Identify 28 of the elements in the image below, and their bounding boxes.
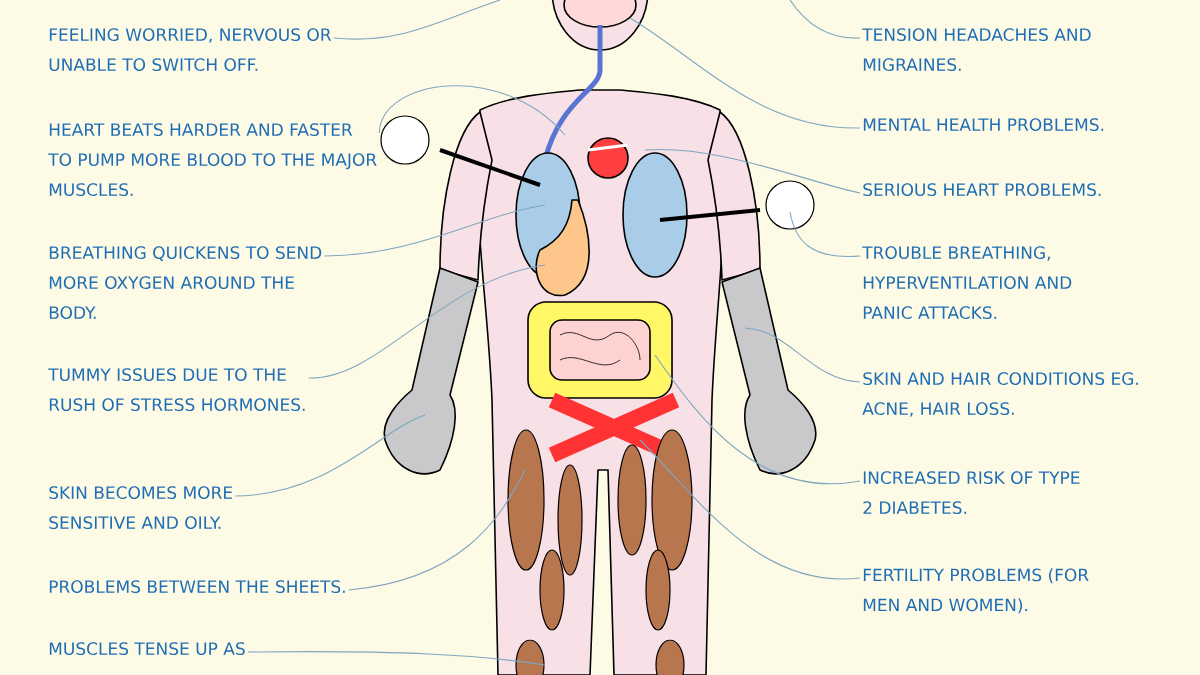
- leader-line: [333, 0, 501, 40]
- symptom-text: HEART BEATS HARDER AND FASTER TO PUMP MORE BLOOD TO THE MAJOR MUSCLES.: [48, 123, 377, 197]
- leader-line: [654, 354, 861, 485]
- symptom-text: TENSION HEADACHES AND MIGRAINES.: [862, 28, 1091, 72]
- symptom-text: PROBLEMS BETWEEN THE SHEETS.: [49, 580, 345, 594]
- leader-line: [744, 327, 861, 383]
- leader-line: [348, 469, 526, 591]
- leader-line: [234, 414, 426, 497]
- symptom-text: TROUBLE BREATHING, HYPERVENTILATION AND PANIC ATTACKS.: [862, 246, 1072, 320]
- symptom-text: SKIN AND HAIR CONDITIONS EG. ACNE, HAIR LOSS.: [862, 372, 1138, 417]
- leader-line: [644, 149, 861, 194]
- symptom-text: FEELING WORRIED, NERVOUS OR UNABLE TO SWITCH OFF.: [49, 28, 332, 72]
- leader-line: [639, 439, 861, 580]
- leader-line: [323, 204, 546, 257]
- symptom-text: BREATHING QUICKENS TO SEND MORE OXYGEN AROUND THE BODY.: [49, 246, 322, 320]
- symptom-text: FERTILITY PROBLEMS (FOR MEN AND WOMEN).: [863, 568, 1089, 614]
- leader-line: [789, 0, 861, 39]
- symptom-text: TUMMY ISSUES DUE TO THE RUSH OF STRESS HORMONES.: [48, 368, 305, 412]
- leader-line: [308, 264, 546, 379]
- symptom-text: SKIN BECOMES MORE SENSITIVE AND OILY.: [49, 486, 233, 530]
- symptom-text: SERIOUS HEART PROBLEMS.: [863, 183, 1101, 197]
- leader-line: [629, 17, 861, 129]
- symptom-text: MENTAL HEALTH PROBLEMS.: [863, 118, 1104, 132]
- leader-line: [247, 651, 546, 666]
- leader-line: [789, 211, 861, 258]
- leader-line: [378, 85, 566, 136]
- symptom-text: INCREASED RISK OF TYPE 2 DIABETES.: [863, 471, 1080, 515]
- symptom-text: MUSCLES TENSE UP AS: [49, 642, 245, 656]
